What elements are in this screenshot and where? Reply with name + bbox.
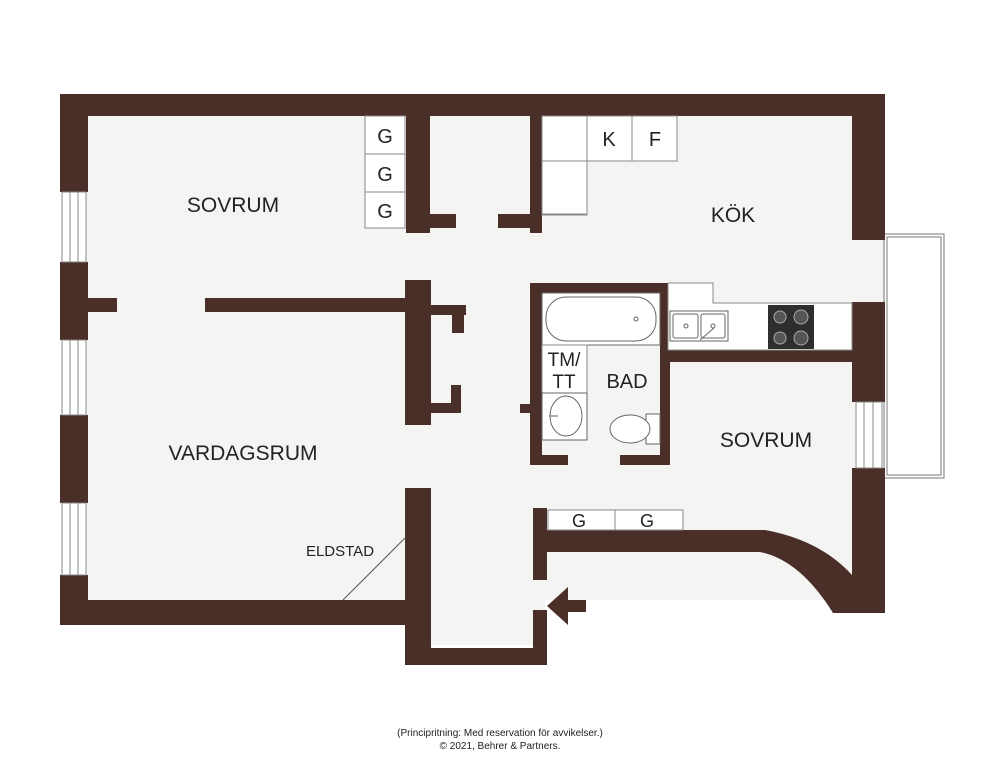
tmtt-label: TM/ [548,350,581,371]
tmtt-label: TT [552,372,576,393]
wardrobe-label: G [377,164,393,186]
bathtub-icon [541,292,661,346]
walls [60,94,885,665]
room-label-sovrum-2: SOVRUM [720,429,812,452]
wardrobe-label: G [640,511,654,531]
windows [61,191,883,576]
bathroom-cabinet [541,344,588,394]
wardrobe-label: G [572,511,586,531]
freezer-label: F [649,129,661,151]
room-label-vardagsrum: VARDAGSRUM [169,442,318,465]
entrance-arrow-icon [547,587,586,625]
wardrobes-sovrum-2 [547,509,684,531]
washbasin-icon [541,392,588,441]
balcony [883,233,945,479]
kitchen-sink-icon [669,310,729,342]
kitchen-cabinets [541,115,678,216]
wardrobes-sovrum [364,115,406,229]
room-label-bad: BAD [606,371,647,393]
stove-icon [768,305,814,349]
room-label-kok: KÖK [711,204,755,227]
copyright-line: © 2021, Behrer & Partners. [439,741,561,752]
fireplace [342,536,407,601]
disclaimer-line: (Principritning: Med reservation för avv… [397,728,603,739]
toilet-icon [609,413,661,445]
wardrobe-label: G [377,201,393,223]
wardrobe-label: G [377,126,393,148]
fridge-label: K [602,129,616,151]
room-label-sovrum: SOVRUM [187,194,279,217]
room-label-eldstad: ELDSTAD [306,543,374,560]
